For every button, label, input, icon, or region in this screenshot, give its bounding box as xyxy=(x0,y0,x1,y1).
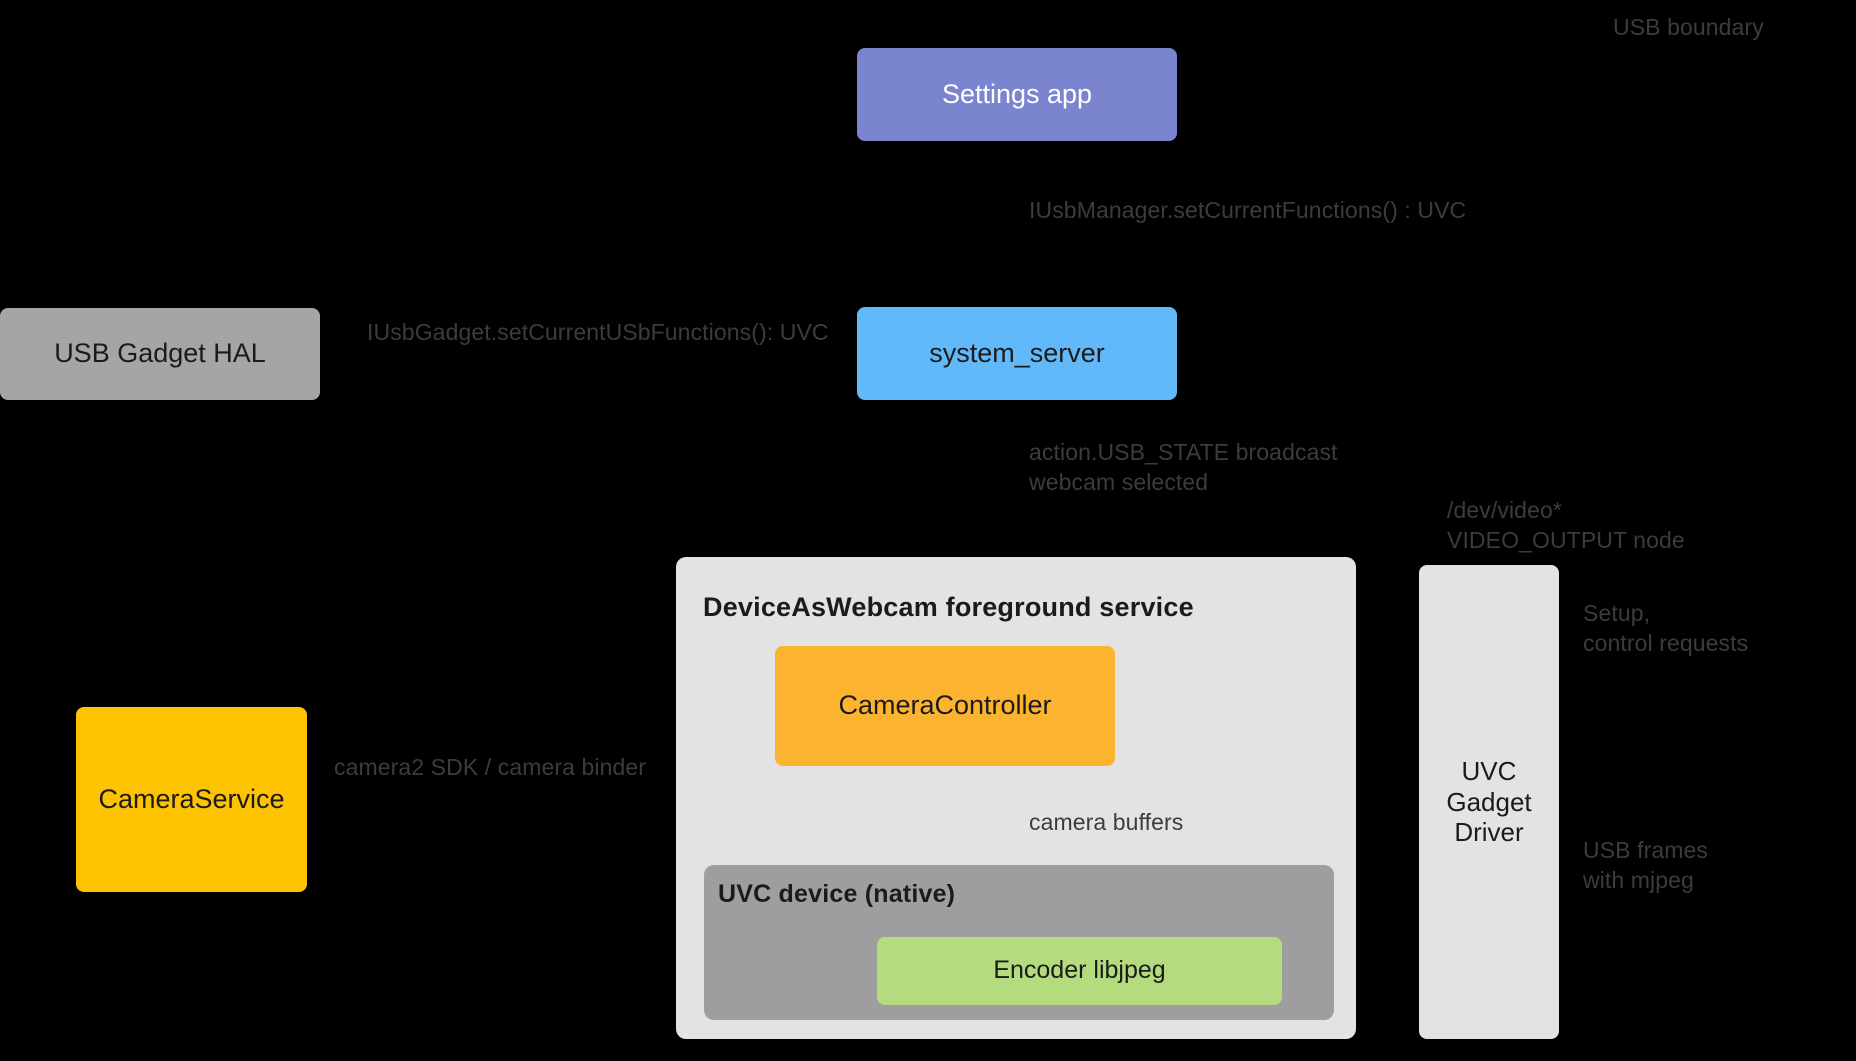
node-camera-controller-label: CameraController xyxy=(838,690,1052,721)
node-uvc-gadget-driver[interactable]: UVC Gadget Driver xyxy=(1419,565,1559,1039)
node-camera-controller[interactable]: CameraController xyxy=(775,646,1115,766)
annotation-usb-frames-mjpeg: USB frames with mjpeg xyxy=(1583,837,1708,894)
node-camera-service-label: CameraService xyxy=(98,783,285,814)
deviceaswebcam-service-title: DeviceAsWebcam foreground service xyxy=(703,592,1194,622)
node-system-server[interactable]: system_server xyxy=(857,307,1177,400)
node-settings-app[interactable]: Settings app xyxy=(857,48,1177,141)
annotation-usb-state-broadcast: action.USB_STATE broadcast webcam select… xyxy=(1029,439,1338,496)
node-usb-gadget-hal-label: USB Gadget HAL xyxy=(54,338,266,369)
node-encoder-libjpeg-label: Encoder libjpeg xyxy=(993,956,1166,985)
annotation-iusbgadget-setcurrentusbfunctions: IUsbGadget.setCurrentUSbFunctions(): UVC xyxy=(367,319,829,345)
annotation-setup-control-requests: Setup, control requests xyxy=(1583,600,1749,657)
node-system-server-label: system_server xyxy=(929,337,1105,368)
annotation-iusbmanager-setcurrentfunctions: IUsbManager.setCurrentFunctions() : UVC xyxy=(1029,197,1467,223)
annotation-camera-buffers: camera buffers xyxy=(1029,809,1184,835)
node-camera-service[interactable]: CameraService xyxy=(76,707,307,892)
node-uvc-gadget-driver-label: UVC Gadget Driver xyxy=(1446,755,1532,848)
annotation-dev-video-node: /dev/video* VIDEO_OUTPUT node xyxy=(1447,497,1685,554)
annotation-usb-boundary: USB boundary xyxy=(1613,14,1764,40)
node-encoder-libjpeg[interactable]: Encoder libjpeg xyxy=(877,937,1282,1005)
uvc-device-native-title: UVC device (native) xyxy=(718,880,956,908)
node-settings-app-label: Settings app xyxy=(941,78,1093,109)
annotation-camera2-sdk-binder: camera2 SDK / camera binder xyxy=(334,754,647,780)
node-usb-gadget-hal[interactable]: USB Gadget HAL xyxy=(0,308,320,400)
